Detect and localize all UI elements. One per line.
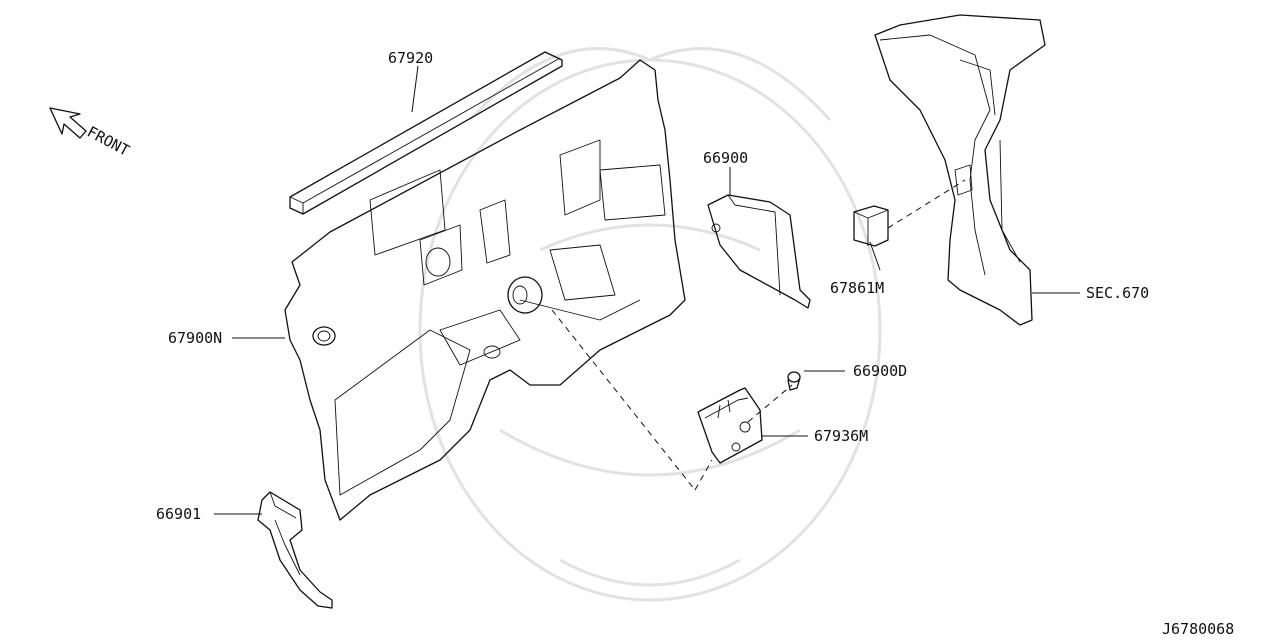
sec-670-pillar (874, 14, 1046, 326)
part-66900D-clip (787, 371, 801, 391)
front-label: FRONT (84, 123, 132, 160)
part-67936M-bracket (697, 387, 763, 464)
part-66900-trim (707, 194, 811, 309)
part-66901-trim (257, 491, 333, 609)
callout-67920: 67920 (388, 49, 433, 67)
leader-lines (214, 65, 1080, 515)
part-67920-strip (289, 51, 563, 215)
part-67900N-dash-insulator (284, 59, 686, 521)
callout-66900D: 66900D (853, 362, 907, 380)
callout-67936M: 67936M (814, 427, 868, 445)
watermark-emblem (418, 47, 882, 602)
callout-66901: 66901 (156, 505, 201, 523)
callout-66900: 66900 (703, 149, 748, 167)
front-arrow-icon (49, 107, 87, 139)
drawing-id: J6780068 (1162, 620, 1234, 638)
callout-sec-670: SEC.670 (1086, 284, 1149, 302)
assembly-lines (551, 179, 966, 491)
callout-67861M: 67861M (830, 279, 884, 297)
part-67861M-pad (853, 205, 889, 247)
callout-67900N: 67900N (168, 329, 222, 347)
